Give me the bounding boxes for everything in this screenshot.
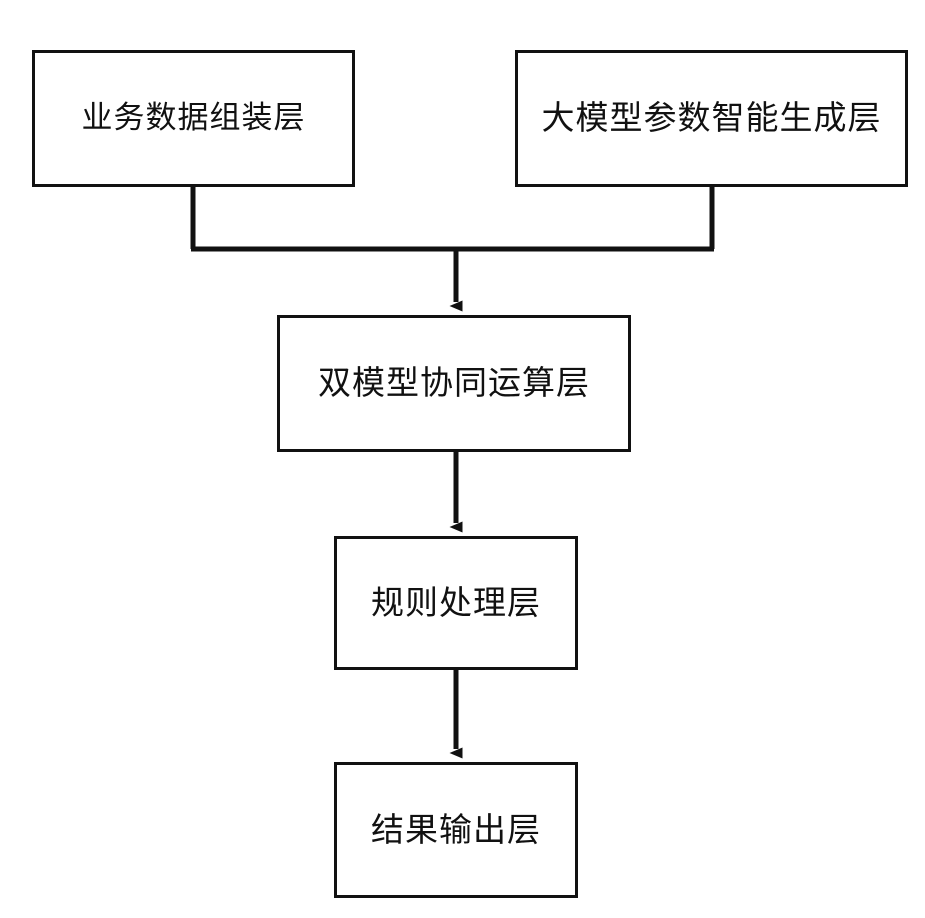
node-label-large-model-parameter-generation-layer: 大模型参数智能生成层 (541, 99, 882, 137)
node-label-business-data-assembly-layer: 业务数据组装层 (81, 100, 306, 136)
node-label-dual-model-collaborative-computing-layer: 双模型协同运算层 (318, 364, 590, 402)
node-rule-processing-layer[interactable]: 规则处理层 (334, 536, 578, 670)
node-label-rule-processing-layer: 规则处理层 (371, 583, 541, 621)
node-dual-model-collaborative-computing-layer[interactable]: 双模型协同运算层 (277, 315, 631, 452)
node-large-model-parameter-generation-layer[interactable]: 大模型参数智能生成层 (515, 50, 908, 187)
node-result-output-layer[interactable]: 结果输出层 (334, 762, 578, 898)
node-business-data-assembly-layer[interactable]: 业务数据组装层 (32, 50, 355, 187)
node-label-result-output-layer: 结果输出层 (371, 810, 541, 848)
